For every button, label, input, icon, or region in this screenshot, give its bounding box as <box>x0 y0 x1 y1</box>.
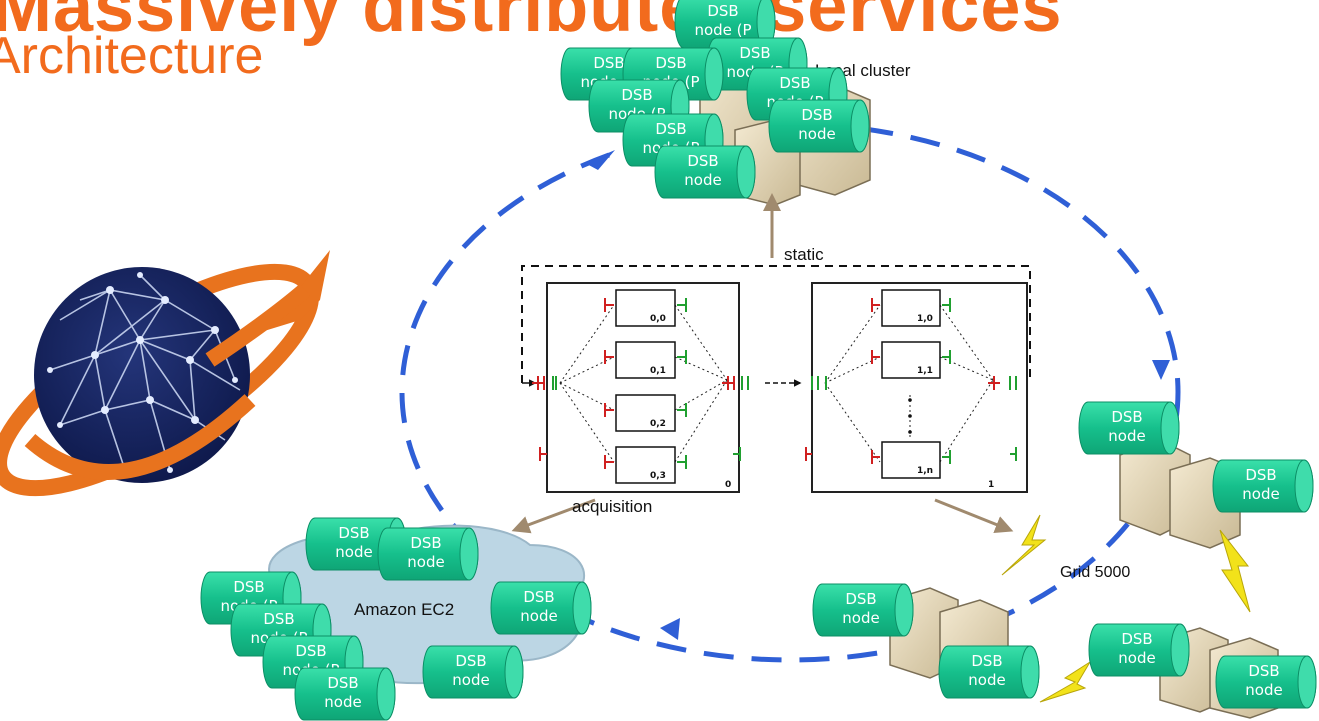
dsb-node-sublabel: node <box>407 553 444 571</box>
page-title: Massively distributed services <box>0 0 1063 47</box>
dsb-node-sublabel: node <box>684 171 721 189</box>
dsb-node-label: DSB <box>845 590 876 608</box>
static-label: static <box>784 245 824 264</box>
dsb-node-label: DSB <box>410 534 441 552</box>
dsb-node-sublabel: node <box>452 671 489 689</box>
dsb-node-label: DSB <box>655 120 686 138</box>
dsb-node-label: DSB <box>707 2 738 20</box>
stage-label: 1 <box>988 480 994 490</box>
globe-logo-icon <box>0 250 330 497</box>
dsb-node-sublabel: node <box>798 125 835 143</box>
cell-label: 1,0 <box>917 314 933 324</box>
dsb-node-label: DSB <box>523 588 554 606</box>
dsb-node-sublabel: node <box>324 693 361 711</box>
dsb-node-label: DSB <box>263 610 294 628</box>
dsb-node-label: DSB <box>593 54 624 72</box>
dsb-node-sublabel: node <box>1245 681 1282 699</box>
cell-label: 0,1 <box>650 366 666 376</box>
cell-label: 1,1 <box>917 366 933 376</box>
flow-arrows <box>511 193 1014 534</box>
dsb-node-label: DSB <box>971 652 1002 670</box>
cell-label: 1,n <box>917 466 933 476</box>
dsb-node-label: DSB <box>655 54 686 72</box>
dsb-node-label: DSB <box>327 674 358 692</box>
dsb-node-label: DSB <box>621 86 652 104</box>
page-subtitle: Architecture <box>0 27 264 85</box>
dsb-node-label: DSB <box>233 578 264 596</box>
cell-label: 0,0 <box>650 314 666 324</box>
dsb-node-sublabel: node <box>842 609 879 627</box>
cell-label: 0,3 <box>650 471 666 481</box>
dsb-node-label: DSB <box>779 74 810 92</box>
lightning-icons <box>1001 514 1251 703</box>
dsb-node-label: DSB <box>1245 466 1276 484</box>
dsb-node-label: DSB <box>739 44 770 62</box>
pipeline-schema: 0,0 0,1 0,2 0,3 1,0 1,1 1,n 0 1 <box>521 265 1031 493</box>
acquisition-label: acquisition <box>572 497 652 516</box>
dsb-node-sublabel: node <box>1118 649 1155 667</box>
dsb-node-label: DSB <box>338 524 369 542</box>
dsb-node-label: DSB <box>295 642 326 660</box>
dsb-node-label: DSB <box>1111 408 1142 426</box>
dsb-node-sublabel: node <box>335 543 372 561</box>
grid-label: Grid 5000 <box>1060 564 1130 581</box>
dsb-node-sublabel: node <box>1242 485 1279 503</box>
dsb-node-sublabel: node <box>1108 427 1145 445</box>
amazon-label: Amazon EC2 <box>354 600 454 619</box>
ring-arrow-icons <box>585 150 1170 640</box>
dsb-node-label: DSB <box>1248 662 1279 680</box>
dsb-node-label: DSB <box>1121 630 1152 648</box>
cell-label: 0,2 <box>650 419 666 429</box>
dsb-node-label: DSB <box>455 652 486 670</box>
dsb-node-label: DSB <box>801 106 832 124</box>
dsb-node-sublabel: node (P <box>694 21 751 39</box>
dsb-node-label: DSB <box>687 152 718 170</box>
dsb-node-sublabel: node <box>968 671 1005 689</box>
dsb-node-sublabel: node <box>520 607 557 625</box>
stage-label: 0 <box>725 480 731 490</box>
